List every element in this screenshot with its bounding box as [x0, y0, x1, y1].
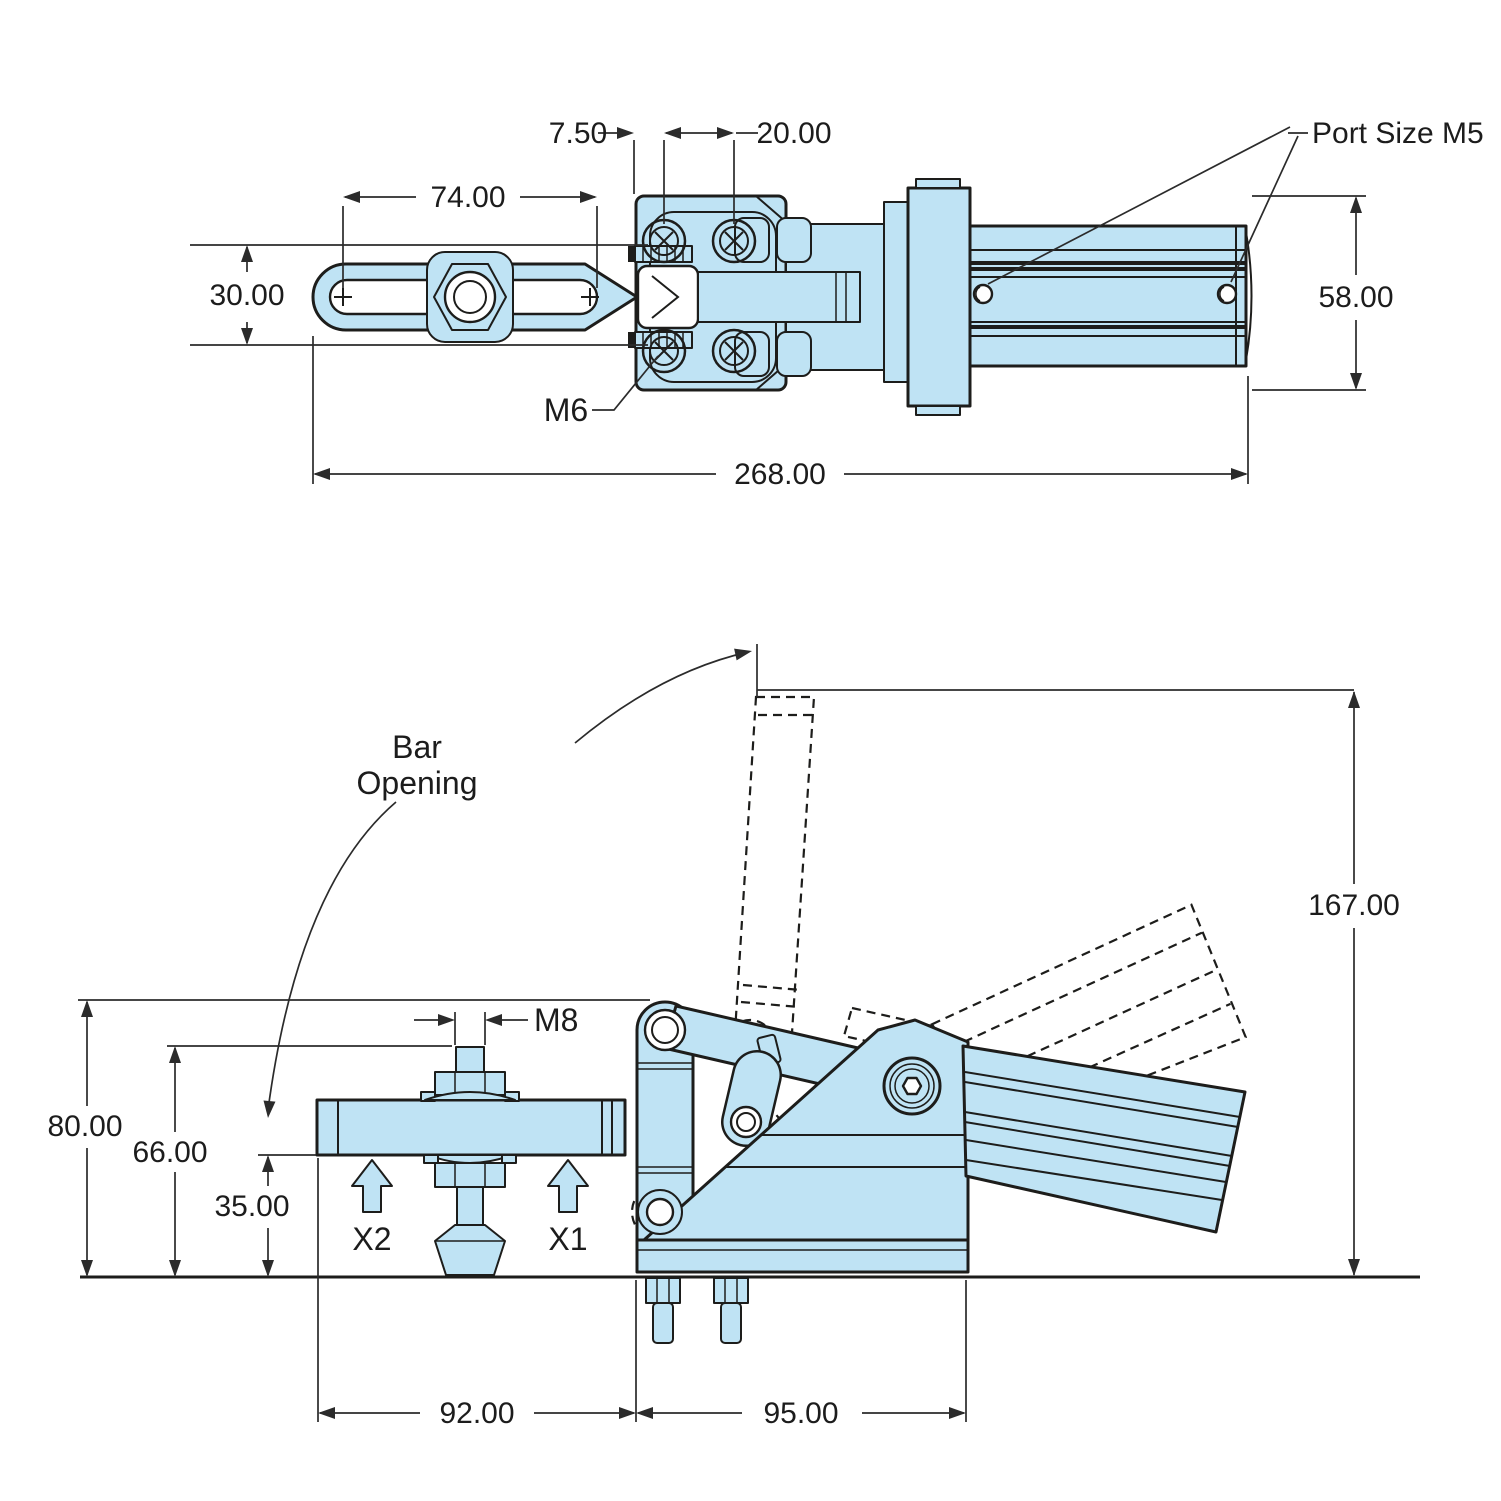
lower-hex-nut	[434, 1162, 506, 1188]
cylinder-side	[961, 1044, 1247, 1234]
sensor-positions: X2 X1	[351, 1159, 589, 1257]
screw-icon	[641, 328, 687, 374]
toggle-link	[721, 1050, 782, 1147]
screw-icon	[711, 328, 757, 374]
dim-7-50-label: 7.50	[549, 117, 607, 150]
side-view-dimensions: 167.00 80.00 66.00 35.00 M8	[47, 689, 1420, 1430]
x1-arrow-icon	[547, 1159, 589, 1213]
spindle-stud	[455, 1046, 485, 1076]
x2-label: X2	[352, 1221, 391, 1257]
dim-58-00-label: 58.00	[1318, 281, 1393, 314]
clamp-bar-side	[315, 1098, 627, 1157]
dim-35-00-label: 35.00	[214, 1190, 289, 1223]
top-view: 7.50 20.00 74.00 30.00 58.00	[190, 117, 1484, 491]
clamp-head-top	[628, 178, 972, 416]
dim-92-00-label: 92.00	[439, 1397, 514, 1430]
port-hole-icon	[972, 283, 994, 305]
dim-95-00-label: 95.00	[763, 1397, 838, 1430]
x1-label: X1	[548, 1221, 587, 1257]
top-view-dimensions: 7.50 20.00 74.00 30.00 58.00	[190, 117, 1484, 491]
dim-30-00-label: 30.00	[209, 279, 284, 312]
spindle-assembly	[420, 1046, 520, 1276]
thread-m6-label: M6	[544, 392, 588, 428]
pivot-boss	[882, 1056, 942, 1116]
bar-opening-label-line1: Bar	[392, 729, 442, 765]
port-hole-icon	[1216, 283, 1238, 305]
dim-167-00-label: 167.00	[1308, 889, 1400, 922]
thread-m8-label: M8	[534, 1002, 578, 1038]
dim-20-00-label: 20.00	[756, 117, 831, 150]
base-slab	[635, 1238, 970, 1274]
rubber-tip	[434, 1224, 506, 1276]
x2-arrow-icon	[351, 1159, 393, 1213]
port-size-label: Port Size M5	[1312, 117, 1484, 150]
mounting-bolt-icon	[645, 1277, 681, 1344]
mounting-bolt-icon	[713, 1277, 749, 1344]
slot-center-marks	[334, 288, 599, 306]
handle-open-ghost	[732, 695, 816, 1050]
clamp-body-side	[635, 1000, 1247, 1344]
cylinder-tube-top	[968, 224, 1253, 368]
side-view: X2 X1	[47, 644, 1420, 1430]
bar-opening-annotation: Bar Opening	[262, 644, 758, 1119]
dim-268-00-label: 268.00	[734, 458, 826, 491]
dim-80-00-label: 80.00	[47, 1110, 122, 1143]
spindle-rod	[456, 1186, 484, 1226]
clevis-top	[636, 264, 700, 330]
bar-opening-label-line2: Opening	[357, 765, 478, 801]
flanged-nut-top	[426, 251, 514, 343]
dim-74-00-label: 74.00	[430, 181, 505, 214]
dim-66-00-label: 66.00	[132, 1136, 207, 1169]
screw-icon	[641, 218, 687, 264]
piston-rod-top	[697, 271, 861, 323]
clamp-bar-top	[311, 251, 639, 343]
screw-icon	[711, 218, 757, 264]
